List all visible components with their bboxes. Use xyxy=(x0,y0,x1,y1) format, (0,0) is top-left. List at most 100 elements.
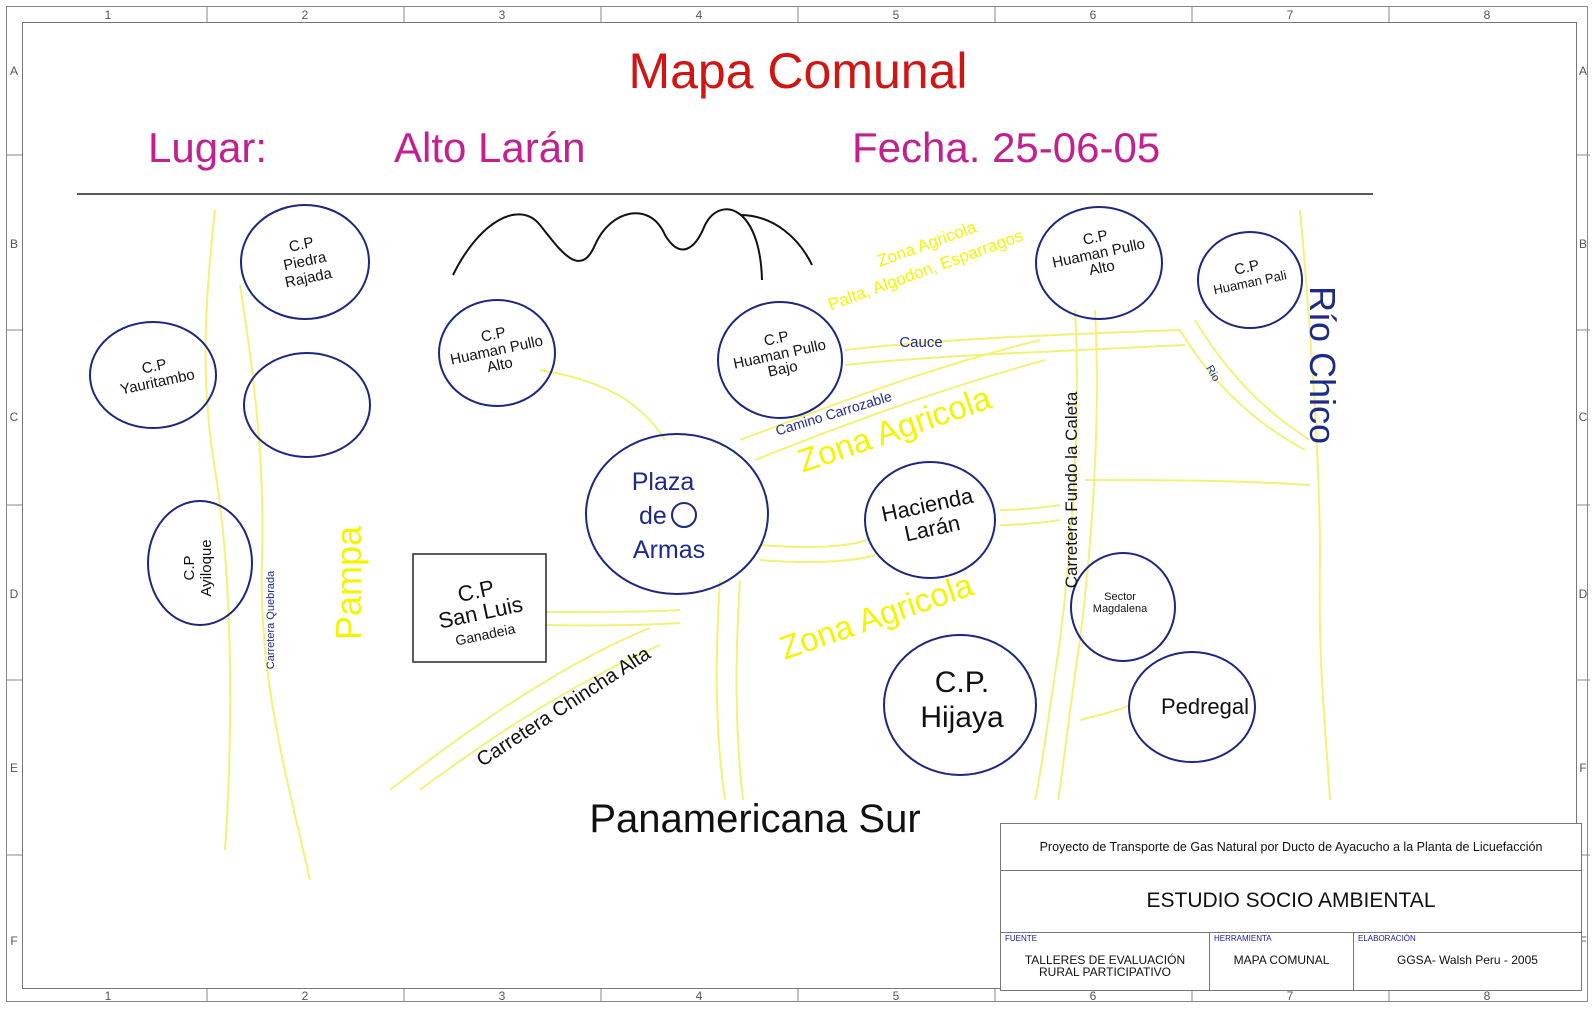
place-label: Ayiloque xyxy=(198,539,215,596)
fuente-caption: FUENTE xyxy=(1005,934,1037,943)
road xyxy=(544,609,681,613)
grid-row-label: F xyxy=(10,934,17,948)
road xyxy=(544,622,681,627)
hacienda-laran-outline xyxy=(864,461,996,579)
river-line xyxy=(1194,319,1311,441)
lugar-value: Alto Larán xyxy=(394,124,586,171)
road xyxy=(1084,479,1311,486)
map-title: Mapa Comunal xyxy=(628,43,968,99)
grid-col-label: 5 xyxy=(893,8,900,22)
unnamed-circle-outline xyxy=(243,352,371,458)
herramienta-value: MAPA COMUNAL xyxy=(1233,953,1330,967)
grid-col-label: 1 xyxy=(105,989,112,1003)
ayiloque-outline xyxy=(147,500,253,626)
place-label: C.P xyxy=(1081,227,1109,249)
title-block: Proyecto de Transporte de Gas Natural po… xyxy=(1000,823,1582,991)
place-label: Alto xyxy=(485,354,514,376)
place-label: Magdalena xyxy=(1093,603,1148,615)
grid-row-label: A xyxy=(1579,64,1587,78)
place-label: Armas xyxy=(633,536,705,564)
fuente-line: RURAL PARTICIPATIVO xyxy=(1038,965,1172,979)
huaman-pullo-bajo-outline xyxy=(717,301,843,419)
pedregal-outline xyxy=(1128,651,1256,763)
carretera-fundo-label: Carretera Fundo la Caleta xyxy=(1062,391,1081,588)
lugar-label: Lugar: xyxy=(148,124,268,171)
grid-ticks xyxy=(6,6,1590,1002)
grid-col-label: 2 xyxy=(302,8,309,22)
grid-col-label: 6 xyxy=(1090,989,1097,1003)
place-label: Hijaya xyxy=(920,701,1004,734)
huaman-pali-outline xyxy=(1197,231,1303,329)
road xyxy=(539,369,666,441)
road xyxy=(715,579,726,801)
road xyxy=(999,519,1061,526)
road xyxy=(759,554,876,564)
yauritambo-outline xyxy=(89,321,217,429)
road xyxy=(419,644,661,791)
plaza-circle-icon xyxy=(671,502,697,528)
place-label: Plaza xyxy=(632,468,695,496)
grid-row-label: C xyxy=(10,410,19,424)
elaboracion-cell: ELABORACIÓN GGSA- Walsh Peru - 2005 xyxy=(1354,932,1581,990)
road xyxy=(844,344,1186,366)
place-label: C.P xyxy=(479,324,507,346)
plaza-de-armas-outline xyxy=(585,433,769,595)
grid-row-label: A xyxy=(10,64,18,78)
place-label: Pedregal xyxy=(1161,694,1249,719)
drawing-frame xyxy=(6,6,1588,1002)
zona-agricola-label: Zona Agricola xyxy=(793,379,996,480)
road xyxy=(754,359,1046,461)
road xyxy=(759,537,871,549)
road xyxy=(204,209,232,851)
study-name: ESTUDIO SOCIO AMBIENTAL xyxy=(1001,870,1581,933)
grid-col-label: 7 xyxy=(1287,989,1294,1003)
place-label: C.P xyxy=(287,234,315,256)
grid-row-label: F xyxy=(1579,934,1586,948)
carretera-quebrada-label: Carretera Quebrada xyxy=(265,570,277,669)
road xyxy=(739,339,1041,441)
herramienta-cell: HERRAMIENTA MAPA COMUNAL xyxy=(1210,932,1354,990)
place-label: C.P xyxy=(762,328,790,350)
road xyxy=(999,504,1061,511)
grid-col-label: 1 xyxy=(105,8,112,22)
fecha-label: Fecha. 25-06-05 xyxy=(852,124,1161,171)
place-label: Sector xyxy=(1104,591,1136,603)
grid-row-label: F xyxy=(1579,761,1586,775)
grid-col-label: 4 xyxy=(696,989,703,1003)
grid-row-label: E xyxy=(10,761,18,775)
road xyxy=(735,579,744,801)
grid-row-label: B xyxy=(10,237,18,251)
place-label: C.P. xyxy=(935,666,989,699)
place-label: C.P xyxy=(181,555,198,580)
place-label: C.P xyxy=(140,356,168,378)
fuente-line: TALLERES DE EVALUACIÓN xyxy=(1024,953,1186,967)
grid-col-label: 7 xyxy=(1287,8,1294,22)
piedra-rajada-outline xyxy=(240,204,370,320)
river-line xyxy=(1299,209,1331,801)
rio-chico-label: Río Chico xyxy=(1302,286,1343,444)
grid-col-label: 8 xyxy=(1484,989,1491,1003)
sector-magdalena-outline xyxy=(1070,552,1176,662)
grid-col-label: 5 xyxy=(893,989,900,1003)
grid-row-label: D xyxy=(10,587,19,601)
place-label: de xyxy=(639,502,667,530)
cauce-label: Cauce xyxy=(899,334,942,351)
herramienta-caption: HERRAMIENTA xyxy=(1214,934,1272,943)
huaman-pullo-alto-right-outline xyxy=(1035,206,1163,320)
grid-col-label: 3 xyxy=(499,8,506,22)
panamericana-label: Panamericana Sur xyxy=(589,797,920,841)
place-label: Alto xyxy=(1087,257,1116,279)
zona-agricola-label: Zona Agricola xyxy=(775,566,978,667)
grid-col-label: 6 xyxy=(1090,8,1097,22)
san-luis-plot xyxy=(412,553,547,663)
drawing-inner-border xyxy=(22,22,1577,989)
place-label: Bajo xyxy=(766,358,799,381)
fuente-cell: FUENTE TALLERES DE EVALUACIÓN RURAL PART… xyxy=(1001,932,1210,990)
hijaya-outline xyxy=(883,634,1037,776)
grid-col-label: 8 xyxy=(1484,8,1491,22)
river-line xyxy=(1179,329,1306,451)
settlement-outlines xyxy=(89,204,1303,776)
grid-col-label: 4 xyxy=(696,8,703,22)
grid-row-label: D xyxy=(1579,587,1588,601)
place-label: C.P xyxy=(1233,257,1261,279)
